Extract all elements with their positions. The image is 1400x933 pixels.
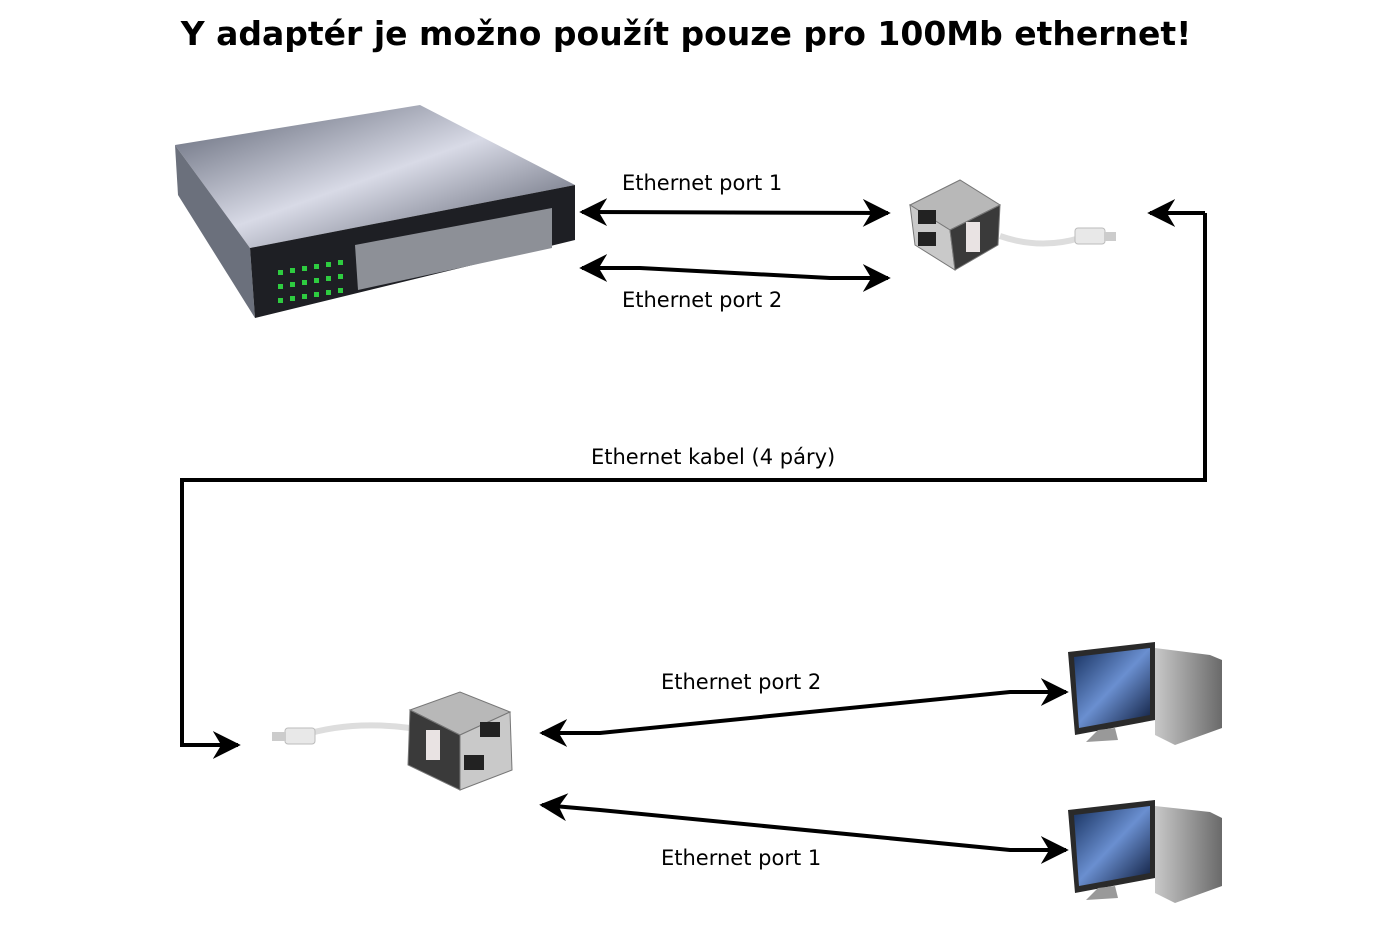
arrow-bottom-port1 [539,793,1069,864]
arrow-top-port2 [579,254,891,292]
network-switch-image [175,105,575,318]
label-top-port2: Ethernet port 2 [622,288,783,312]
label-ethernet-cable: Ethernet kabel (4 páry) [591,445,836,469]
arrow-top-port1 [579,198,891,227]
y-adapter-top-image [908,179,1116,271]
label-bottom-port2: Ethernet port 2 [661,670,822,694]
arrow-ethernet-cable [180,213,1207,759]
label-bottom-port1: Ethernet port 1 [661,846,822,870]
switch-leds [278,260,343,303]
y-adapter-bottom-image [272,691,513,791]
arrow-bottom-port2 [539,678,1069,747]
computer-2-image [1068,800,1222,903]
label-top-port1: Ethernet port 1 [622,171,783,195]
computer-1-image [1068,642,1222,745]
diagram-title: Y adaptér je možno použít pouze pro 100M… [180,14,1192,53]
